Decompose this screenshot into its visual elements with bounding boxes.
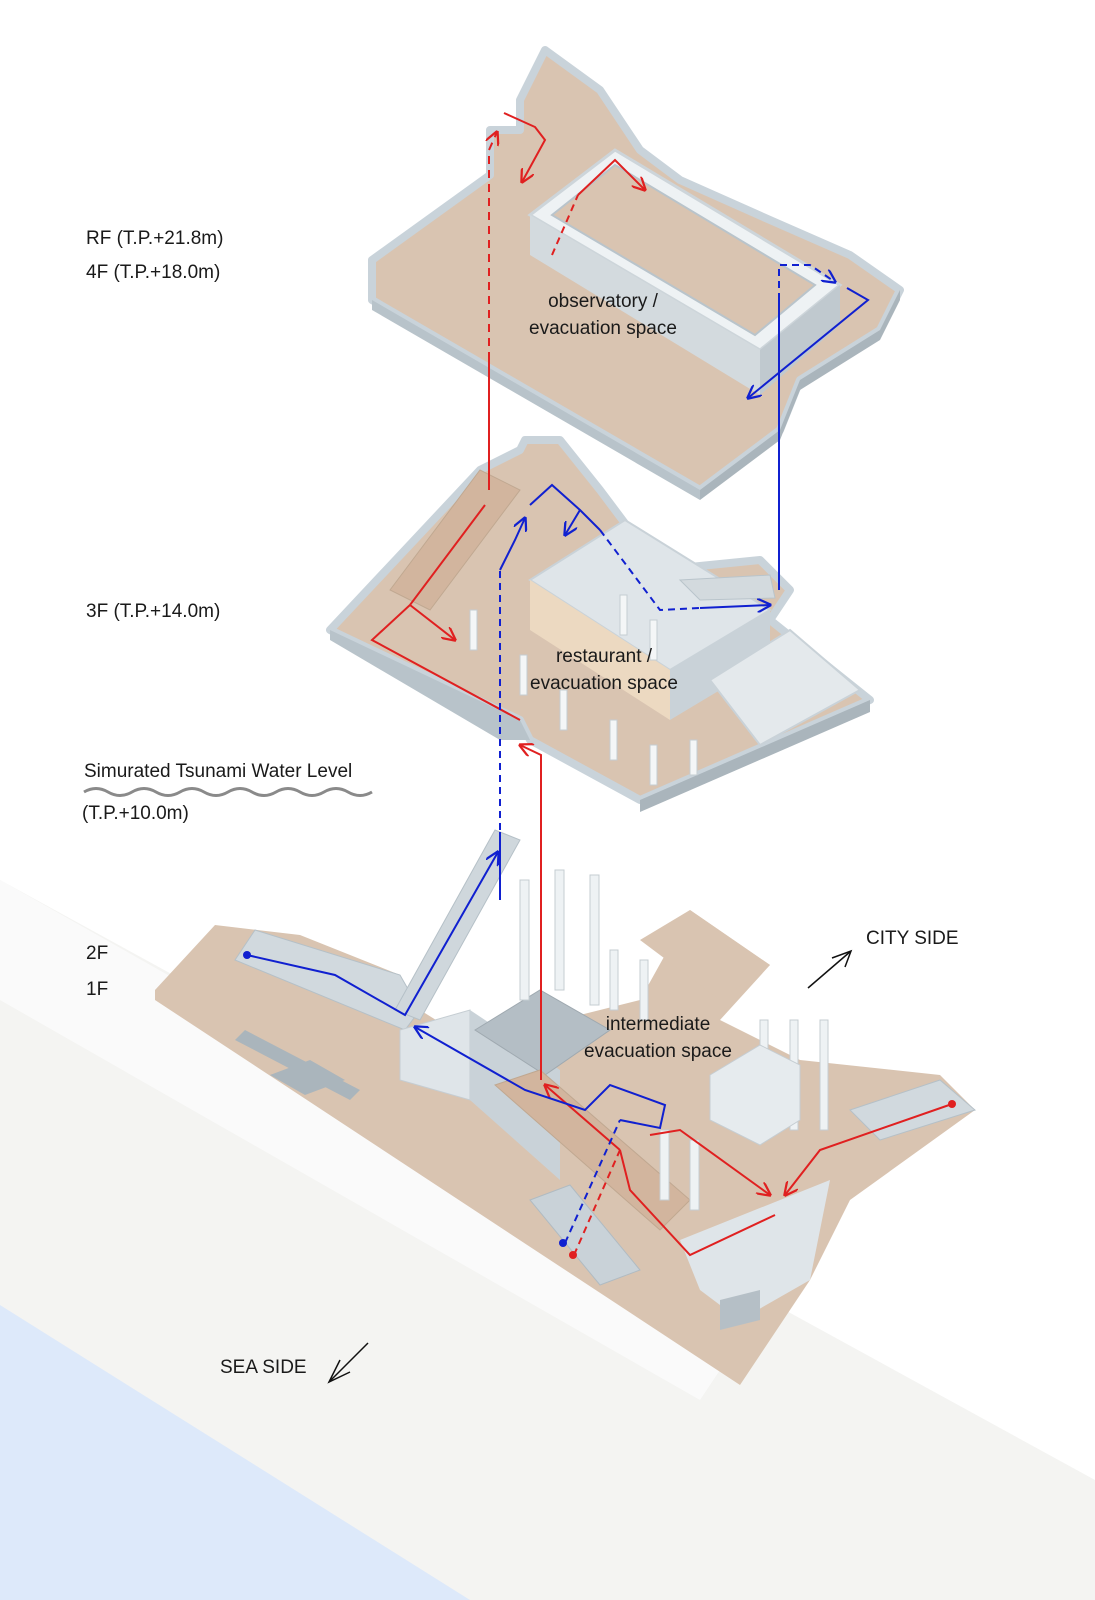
tsunami-level-label: Simurated Tsunami Water Level xyxy=(84,761,353,782)
space-label-line: evacuation space xyxy=(530,673,678,694)
level-label-3f: 3F (T.P.+14.0m) xyxy=(86,601,221,622)
sea-side-label: SEA SIDE xyxy=(220,1357,307,1378)
tsunami-level-value: (T.P.+10.0m) xyxy=(82,803,189,824)
blue-start-point xyxy=(243,951,251,959)
blue-evacuation-route xyxy=(246,264,870,1244)
restaurant-level-slab xyxy=(326,436,874,812)
space-label-intermediate: intermediate evacuation space xyxy=(573,1014,743,1063)
red-start-point xyxy=(569,1251,577,1259)
level-label-rf: RF (T.P.+21.8m) xyxy=(86,228,224,249)
ground-level-structure xyxy=(155,829,977,1385)
level-label-2f: 2F xyxy=(86,943,109,964)
space-label-line: observatory / xyxy=(548,291,658,312)
city-side-arrow-icon xyxy=(807,949,853,989)
space-label-line: restaurant / xyxy=(555,646,653,667)
tsunami-wave-icon xyxy=(83,787,373,797)
level-label-4f: 4F (T.P.+18.0m) xyxy=(86,262,221,283)
blue-start-point-2 xyxy=(559,1239,567,1247)
sea-area xyxy=(0,1305,470,1600)
roof-level-slab xyxy=(368,46,904,500)
space-label-line: intermediate xyxy=(605,1014,711,1035)
sea-side-arrow-icon xyxy=(327,1342,369,1384)
space-label-line: evacuation space xyxy=(584,1041,732,1062)
space-label-observatory: observatory / evacuation space xyxy=(518,291,688,340)
space-label-line: evacuation space xyxy=(529,318,677,339)
red-start-point-2 xyxy=(948,1100,956,1108)
red-evacuation-route xyxy=(370,112,953,1257)
space-label-restaurant: restaurant / evacuation space xyxy=(519,646,689,695)
city-side-label: CITY SIDE xyxy=(866,928,959,949)
level-label-1f: 1F xyxy=(86,979,109,1000)
